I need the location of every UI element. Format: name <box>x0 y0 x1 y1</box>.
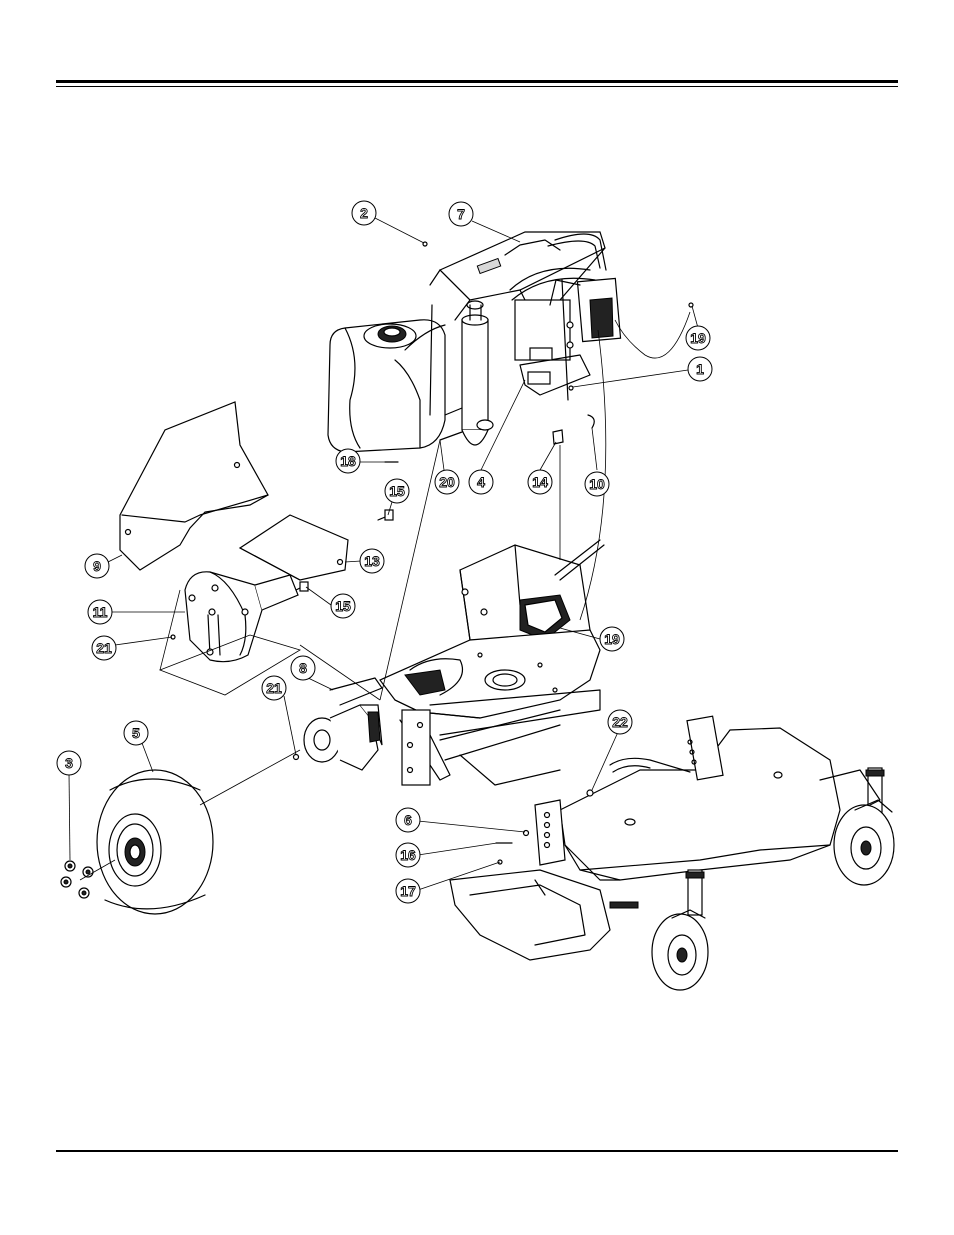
drive-tire <box>97 770 213 914</box>
svg-text:18: 18 <box>340 453 356 469</box>
callout-19-lower: 19 <box>600 627 624 651</box>
svg-text:19: 19 <box>604 631 620 647</box>
callout-6: 6 <box>396 808 420 832</box>
fuel-tank <box>328 320 445 452</box>
svg-text:7: 7 <box>457 206 465 222</box>
svg-text:14: 14 <box>532 474 548 490</box>
svg-text:4: 4 <box>477 474 485 490</box>
callout-8: 8 <box>291 656 315 680</box>
callout-5: 5 <box>124 721 148 745</box>
svg-text:11: 11 <box>93 604 108 620</box>
engine-deck <box>460 540 604 640</box>
svg-text:13: 13 <box>364 553 380 569</box>
callout-15-lower: 15 <box>331 594 355 618</box>
callout-21-center: 21 <box>262 676 286 700</box>
svg-text:17: 17 <box>400 883 416 899</box>
svg-text:8: 8 <box>299 660 307 676</box>
callout-1: 1 <box>688 357 712 381</box>
lug-nuts <box>61 861 93 898</box>
callout-16: 16 <box>396 843 420 867</box>
chassis-frame <box>380 630 600 785</box>
callout-11: 11 <box>88 600 112 624</box>
callout-9: 9 <box>85 554 109 578</box>
callout-14: 14 <box>528 470 552 494</box>
caster-wheel-front <box>652 910 708 990</box>
callout-20: 20 <box>435 470 459 494</box>
callout-17: 17 <box>396 879 420 903</box>
caster-wheel-rear <box>834 800 894 885</box>
wheel-motor <box>304 678 382 770</box>
callout-21-left: 21 <box>92 636 116 660</box>
callout-22: 22 <box>608 710 632 734</box>
svg-text:9: 9 <box>93 558 101 574</box>
svg-text:22: 22 <box>612 714 628 730</box>
svg-text:10: 10 <box>589 476 605 492</box>
callout-15-upper: 15 <box>385 479 409 503</box>
callout-4: 4 <box>469 470 493 494</box>
handle-assembly <box>430 232 621 400</box>
callout-2: 2 <box>352 201 376 225</box>
svg-text:5: 5 <box>132 725 140 741</box>
callout-7: 7 <box>449 202 473 226</box>
callout-18: 18 <box>336 449 360 473</box>
callout-10: 10 <box>585 472 609 496</box>
motor-housing <box>160 572 300 695</box>
cover-plate <box>240 515 348 580</box>
svg-text:6: 6 <box>404 812 412 828</box>
svg-text:1: 1 <box>696 361 704 377</box>
svg-text:21: 21 <box>266 680 282 696</box>
svg-text:3: 3 <box>65 755 73 771</box>
svg-text:2: 2 <box>360 205 368 221</box>
callout-13: 13 <box>360 549 384 573</box>
svg-text:20: 20 <box>439 474 455 490</box>
callout-19-upper: 19 <box>686 326 710 350</box>
svg-text:21: 21 <box>96 640 112 656</box>
svg-text:15: 15 <box>389 483 405 499</box>
callout-3: 3 <box>57 751 81 775</box>
svg-text:19: 19 <box>690 330 706 346</box>
svg-text:16: 16 <box>400 847 416 863</box>
svg-text:15: 15 <box>335 598 351 614</box>
